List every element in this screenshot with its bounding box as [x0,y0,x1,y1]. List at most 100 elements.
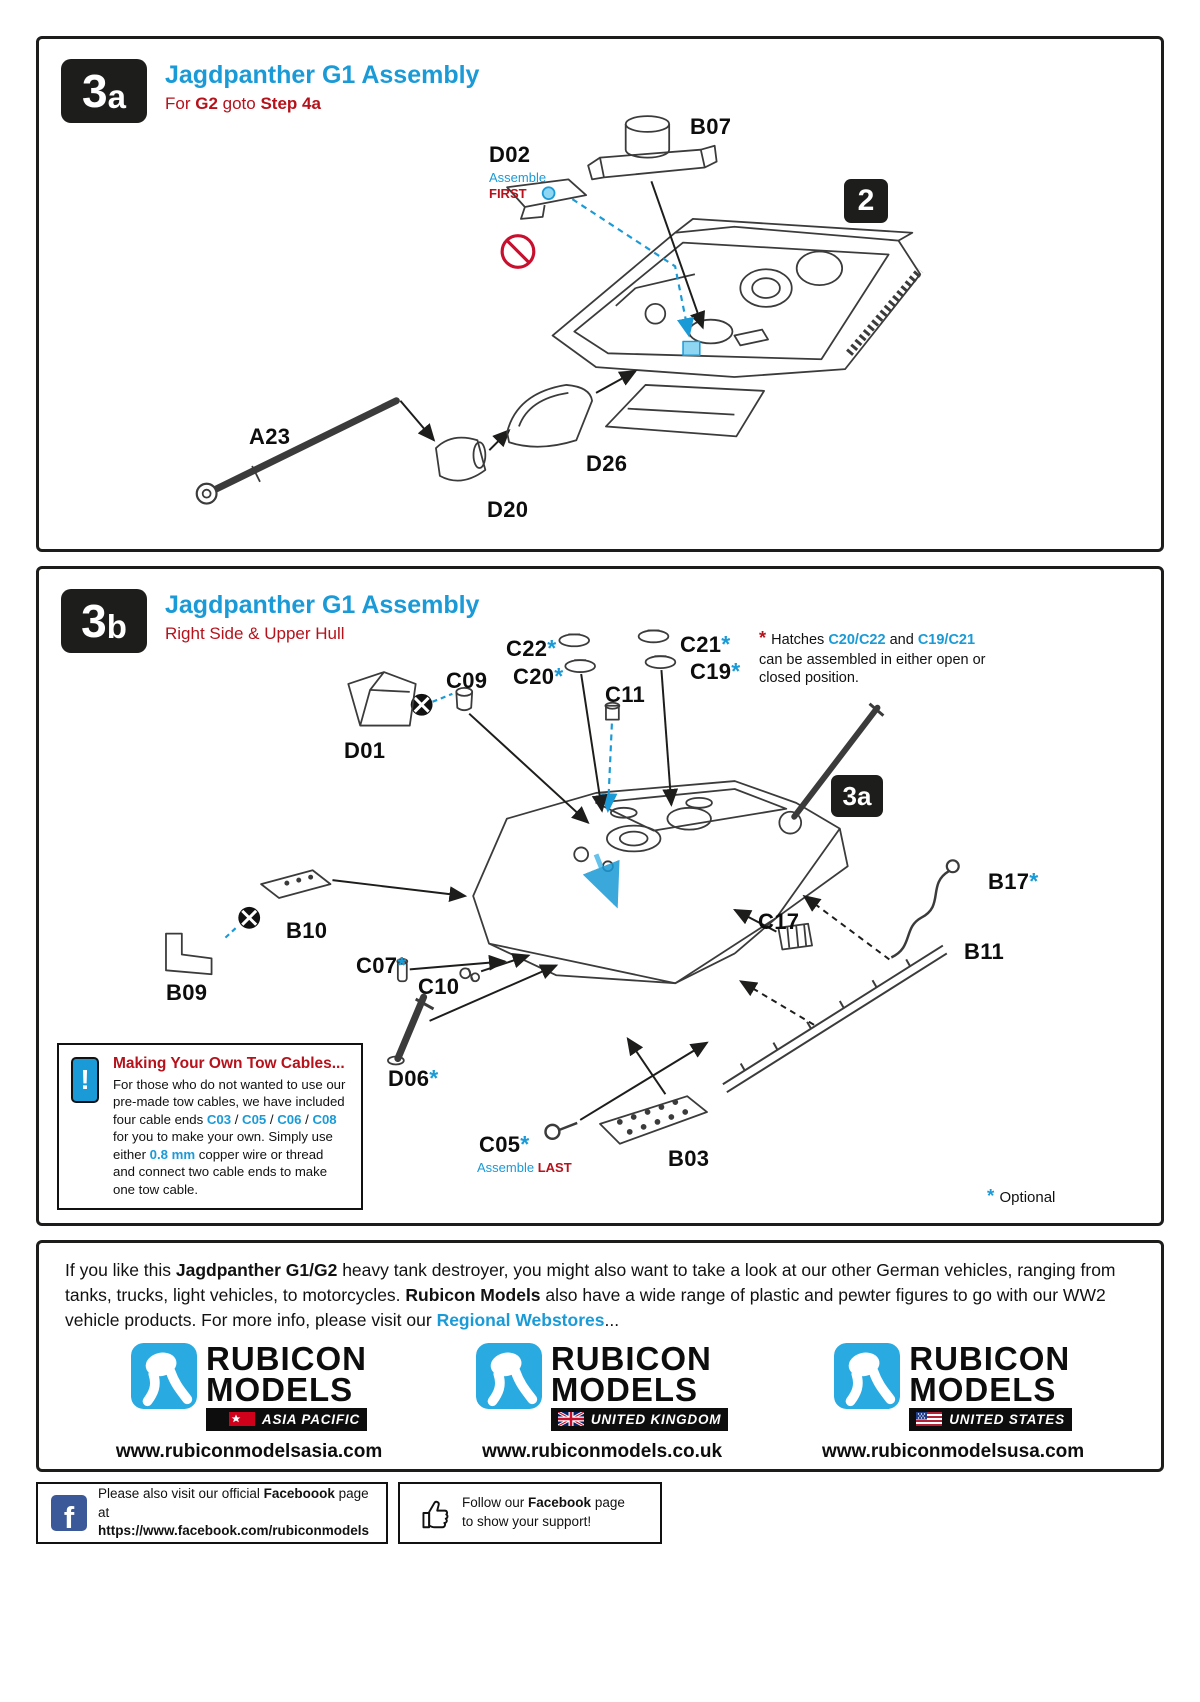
part-c10-drawing [459,967,481,983]
part-label-c11: C11 [605,682,646,707]
hull-tub-drawing [551,217,924,438]
c05-assemble-last-note: Assemble LAST [477,1160,572,1175]
brand-word-models: MODELS [909,1370,1057,1408]
part-c07-drawing [396,958,409,983]
part-b10-drawing [260,869,332,899]
part-label-b11: B11 [964,939,1005,964]
facebook-page-note-box: f Please also visit our official Faceboo… [36,1482,388,1544]
step-3a-title: Jagdpanther G1 Assembly [165,61,480,89]
assembly-diagram-3b [165,629,960,1145]
webstore-url-uk: www.rubiconmodels.co.uk [482,1440,723,1462]
region-banner: ASIA PACIFIC [206,1407,368,1431]
part-b11-drawing [722,944,948,1094]
part-label-d26: D26 [586,451,628,476]
part-label-c20: C20* [513,663,564,689]
brand-word-rubicon: RUBICON [550,1339,712,1377]
region-label: UNITED STATES [949,1411,1065,1427]
brand-word-rubicon: RUBICON [909,1339,1071,1377]
rubicon-logo-united-kingdom: RUBICON MODELS UNITED KINGDOM [475,1339,729,1463]
step-3a-reference-badge: 3a [831,775,883,817]
brand-word-rubicon: RUBICON [206,1339,368,1377]
assembly-diagram-3a [195,115,924,505]
part-b17-drawing [890,859,960,959]
part-label-c22: C22* [506,635,557,661]
step-2-reference-badge: 2 [844,179,888,223]
d02-assemble-note: Assemble [489,170,547,185]
webstore-url-asia: www.rubiconmodelsasia.com [115,1440,383,1462]
part-label-c21: C21* [680,631,731,657]
part-c09-drawing [455,687,474,712]
part-d02-drawing [506,178,588,220]
tow-cable-note-box: ! Making Your Own Tow Cables... For thos… [57,1043,363,1210]
part-label-b10: B10 [286,918,328,943]
facebook-icon: f [51,1495,87,1531]
part-c21-c19-drawing [637,629,677,669]
rubicon-logo-asia-pacific: RUBICON MODELS ASIA PACIFIC www.rubiconm… [115,1339,383,1463]
part-c11-drawing [604,701,621,721]
part-label-a23: A23 [249,424,291,449]
facebook-url: https://www.facebook.com/rubiconmodels [98,1523,370,1539]
part-label-b03: B03 [668,1146,710,1171]
rubicon-logo-united-states: RUBICON MODELS UNITED [821,1339,1085,1463]
part-label-c07: C07* [356,952,407,978]
step-3a-subtitle: For G2 goto Step 4a [165,94,321,113]
step-letter: a [107,78,126,115]
part-label-c10: C10 [418,974,460,999]
part-label-b17: B17* [988,868,1039,894]
tow-box-body: For those who do not wanted to use our p… [113,1077,346,1197]
d02-first-note: FIRST [489,186,527,201]
footer-panel: If you like this Jagdpanther G1/G2 heavy… [36,1240,1164,1472]
brand-word-models: MODELS [206,1370,354,1408]
sprue-clip-icon [410,693,433,716]
rubicon-brand-icon [131,1342,198,1409]
step-letter: b [106,608,127,645]
part-label-c19: C19* [690,658,741,684]
facebook-follow-note-box: Follow our Facebook page to show your su… [398,1482,662,1544]
alert-icon: ! [71,1057,99,1103]
asia-pacific-flag-icon [228,1412,255,1427]
part-label-b07: B07 [690,114,732,139]
thumbs-up-icon [422,1500,449,1529]
united-states-flag-icon [916,1412,943,1427]
united-kingdom-flag-icon [557,1412,584,1427]
step-number: 3 [82,65,108,117]
tow-box-title: Making Your Own Tow Cables... [113,1055,345,1072]
region-banner: UNITED STATES [909,1407,1072,1431]
facebook-follow-line1: Follow our Facebook page [462,1495,625,1511]
webstore-url-usa: www.rubiconmodelsusa.com [821,1440,1085,1462]
part-label-c05: C05* [479,1131,530,1157]
part-label-c09: C09 [446,668,488,693]
rubicon-brand-icon [475,1342,542,1409]
part-label-d20: D20 [487,497,529,522]
webstore-logos-row: RUBICON MODELS ASIA PACIFIC www.rubiconm… [39,1339,1161,1463]
part-label-d02: D02 [489,142,531,167]
step-number: 3 [81,595,107,647]
footer-paragraph: If you like this Jagdpanther G1/G2 heavy… [65,1260,1116,1330]
part-label-d06: D06* [388,1065,439,1091]
step-3b-subtitle: Right Side & Upper Hull [165,624,345,643]
sprue-clip-icon [238,906,261,929]
part-c17-drawing [777,922,813,951]
part-label-d01: D01 [344,738,386,763]
region-banner: UNITED KINGDOM [550,1407,729,1431]
prohibition-icon [500,234,536,269]
part-d20-drawing [435,436,487,482]
step-3b-title: Jagdpanther G1 Assembly [165,591,480,619]
facebook-note-line1: Please also visit our official Faceboook… [98,1485,369,1520]
part-b09-drawing [165,932,213,976]
part-d06-drawing [387,993,435,1066]
part-c22-c20-drawing [558,633,596,673]
rubicon-brand-icon [834,1342,901,1409]
region-label: ASIA PACIFIC [261,1411,361,1427]
hatch-position-note: * Hatches C20/C22 and C19/C21 can be ass… [759,628,986,687]
region-label: UNITED KINGDOM [590,1411,722,1427]
brand-word-models: MODELS [550,1370,699,1408]
part-label-b09: B09 [166,980,208,1005]
part-b07-drawing [587,115,718,181]
part-c05-drawing [544,1121,578,1141]
optional-note: * Optional [987,1185,1056,1206]
